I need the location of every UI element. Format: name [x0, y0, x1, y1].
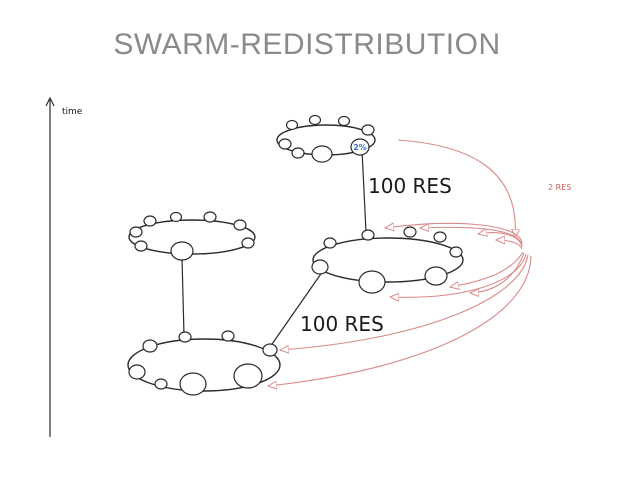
- diagram-title: SWARM-REDISTRIBUTION: [113, 28, 501, 61]
- swarm-node: [262, 343, 278, 357]
- swarm-middle-right: [311, 226, 464, 294]
- swarm-node: [221, 330, 235, 342]
- swarm-node: [170, 241, 194, 261]
- swarm-node: [129, 226, 143, 238]
- swarm-node: [323, 237, 337, 249]
- swarm-node: [233, 219, 247, 231]
- swarm-node: [285, 119, 299, 131]
- redistribution-arrow: [478, 233, 523, 248]
- swarm-node: [403, 226, 417, 238]
- lower-res-label: 100 RES: [300, 312, 384, 336]
- swarm-node: [358, 270, 386, 294]
- swarm-node: [337, 115, 351, 127]
- swarm-node: [278, 138, 292, 150]
- swarm-link-diagonal: [269, 267, 326, 348]
- swarm-link-left-vertical: [181, 257, 185, 336]
- swarm-node: [311, 259, 329, 275]
- time-axis-arrowhead: [45, 96, 55, 107]
- swarm-ring: [312, 237, 464, 283]
- node-percent-label: 2%: [353, 143, 367, 152]
- swarm-node: [308, 114, 322, 126]
- swarm-middle-left: [128, 211, 256, 261]
- swarm-node: [433, 231, 447, 243]
- swarm-node: [143, 215, 157, 227]
- swarm-node: [203, 211, 217, 223]
- swarm-top: 2%: [276, 114, 376, 163]
- swarm-node: [142, 339, 158, 353]
- redistribution-arrows: [268, 139, 532, 386]
- swarm-node: [361, 229, 375, 241]
- swarm-node: [178, 331, 192, 343]
- swarm-node: [169, 211, 183, 223]
- swarm-node: [361, 124, 375, 136]
- redistribution-label: 2 RES: [548, 183, 571, 192]
- redistribution-arrow: [496, 240, 523, 250]
- swarm-link-right-vertical: [361, 149, 367, 233]
- swarm-node: [154, 378, 168, 390]
- redistribution-arrow: [268, 255, 532, 386]
- redistribution-arrow: [385, 223, 523, 244]
- upper-res-label: 100 RES: [368, 174, 452, 198]
- redistribution-arrow: [280, 254, 529, 350]
- swarm-node: [291, 147, 305, 159]
- redistribution-arrow: [470, 252, 525, 293]
- swarm-node: [179, 372, 207, 396]
- redistribution-arrow: [450, 251, 524, 287]
- swarm-node-highlight: [350, 138, 370, 156]
- swarm-node: [449, 246, 463, 258]
- redistribution-arrow: [390, 253, 527, 297]
- swarm-node: [128, 364, 146, 380]
- time-axis-label: time: [62, 107, 83, 117]
- swarm-node: [311, 145, 333, 163]
- redistribution-arrow-main: [397, 139, 515, 238]
- swarm-node: [233, 363, 263, 389]
- swarm-node: [134, 240, 148, 252]
- redistribution-arrow: [420, 227, 523, 246]
- swarm-bottom: [127, 330, 281, 396]
- swarm-node: [241, 237, 255, 249]
- swarm-ring: [127, 338, 281, 392]
- swarm-node: [424, 266, 448, 286]
